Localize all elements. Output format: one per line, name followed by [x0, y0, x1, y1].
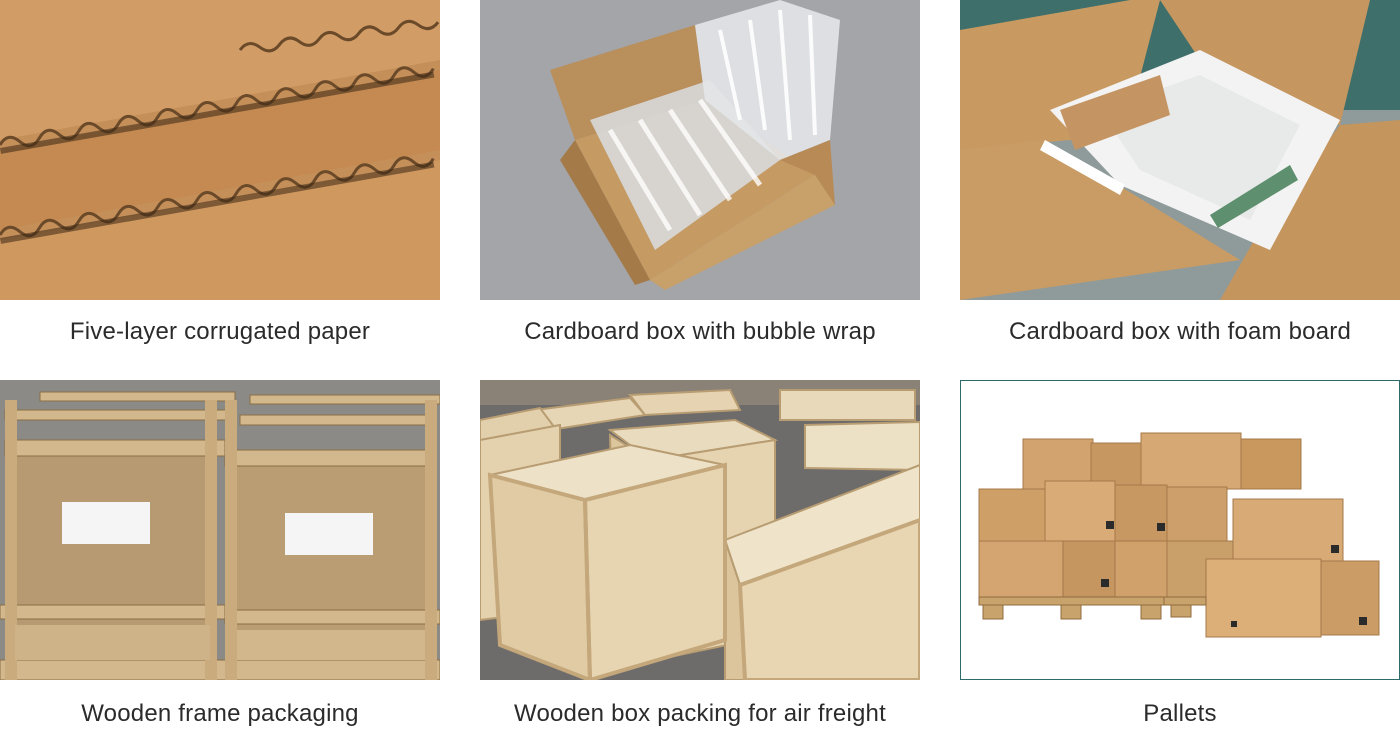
gallery-card-pallets: Pallets	[960, 380, 1400, 727]
caption-pallets: Pallets	[1143, 700, 1217, 727]
corrugated-paper-photo	[0, 0, 440, 300]
bubble-wrap-box-photo	[480, 0, 920, 300]
caption-foam-board: Cardboard box with foam board	[1009, 318, 1351, 345]
caption-bubble-wrap: Cardboard box with bubble wrap	[524, 318, 876, 345]
caption-wooden-box: Wooden box packing for air freight	[514, 700, 886, 727]
wooden-box-photo	[480, 380, 920, 680]
gallery-card-corrugated-paper: Five-layer corrugated paper	[0, 0, 440, 345]
gallery-card-foam-board: Cardboard box with foam board	[960, 0, 1400, 345]
caption-corrugated-paper: Five-layer corrugated paper	[69, 318, 371, 345]
wooden-frame-photo	[0, 380, 440, 680]
gallery-card-wooden-frame: Wooden frame packaging	[0, 380, 440, 727]
foam-board-box-photo	[960, 0, 1400, 300]
pallet-boxes-photo	[960, 380, 1400, 680]
gallery-card-wooden-box: Wooden box packing for air freight	[480, 380, 920, 727]
caption-wooden-frame: Wooden frame packaging	[81, 700, 359, 727]
gallery-card-bubble-wrap: Cardboard box with bubble wrap	[480, 0, 920, 345]
